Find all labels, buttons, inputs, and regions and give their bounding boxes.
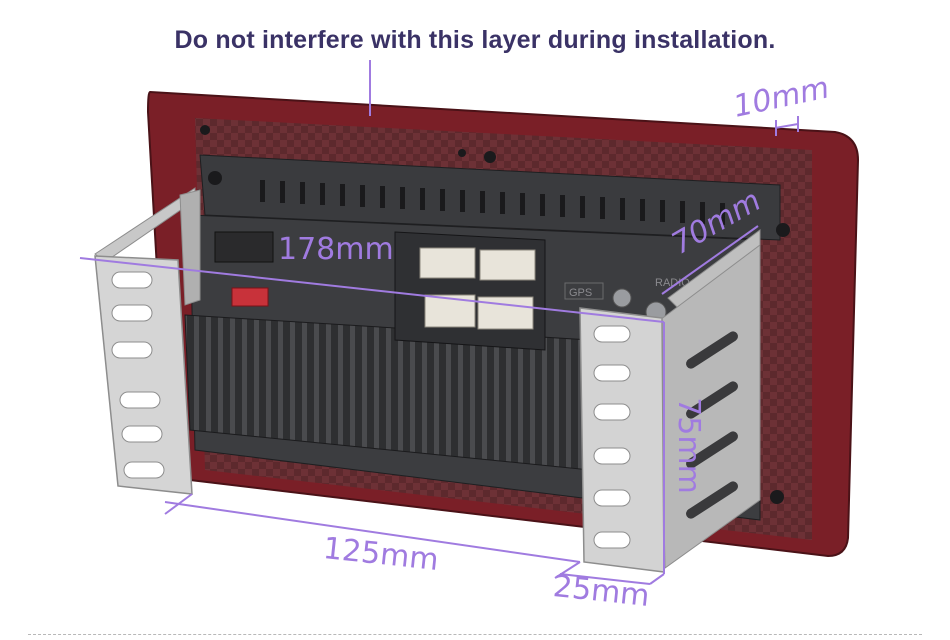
left-bracket-slots	[111, 271, 165, 479]
right-bracket-slots	[686, 331, 738, 519]
bottom-divider	[28, 634, 922, 635]
right-bracket-front-slots	[593, 325, 631, 549]
top-vents	[260, 180, 725, 225]
fuse	[231, 287, 269, 307]
height-label: 75mm	[670, 397, 706, 494]
usb-connector	[214, 231, 274, 263]
left-bracket-front	[94, 255, 193, 495]
installation-note: Do not interfere with this layer during …	[174, 26, 776, 54]
chassis-top	[199, 154, 781, 241]
width-label: 178mm	[278, 232, 394, 267]
frame-screws	[200, 125, 790, 504]
gps-label: GPS	[569, 287, 592, 299]
gps-antenna-port	[612, 288, 632, 308]
dimension-lines	[79, 60, 799, 585]
